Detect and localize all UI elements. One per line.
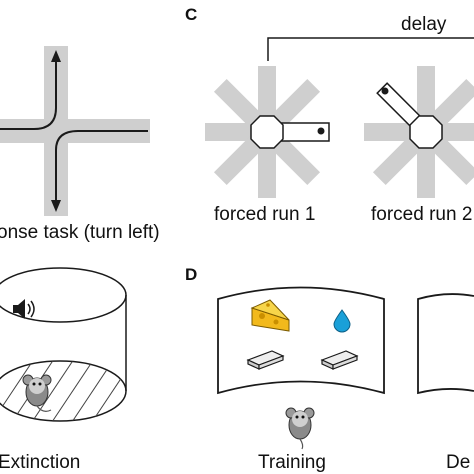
central-platform — [250, 115, 284, 149]
lever-icon — [246, 350, 285, 370]
extinction-caption: Extinction — [0, 452, 80, 473]
cut-caption: De — [446, 452, 470, 473]
forced-run-2-label: forced run 2 — [371, 204, 472, 225]
open-field-arena — [0, 267, 127, 422]
radial-arms — [364, 66, 474, 198]
cross-maze — [0, 46, 150, 216]
radial-arms — [205, 66, 321, 198]
open-arm-outline — [376, 82, 423, 129]
radial-maze-run-1 — [205, 66, 330, 198]
delay-label: delay — [401, 14, 447, 35]
touchscreen-panel — [217, 286, 385, 395]
central-platform — [409, 115, 443, 149]
speaker-icon — [13, 299, 35, 319]
reward-dot — [317, 127, 325, 135]
panel-letter-d: D — [185, 265, 197, 284]
up-arrowhead-icon — [51, 50, 61, 62]
forced-run-1-label: forced run 1 — [214, 204, 315, 225]
mouse-icon — [22, 374, 52, 412]
radial-maze-run-2 — [364, 66, 474, 198]
cheese-icon — [250, 299, 290, 332]
panel-letter-c: C — [185, 5, 197, 24]
arena-wall — [125, 295, 127, 391]
touchscreen-panel-2 — [417, 293, 474, 395]
lever-icon — [320, 350, 359, 370]
response-task-caption: onse task (turn left) — [0, 222, 160, 243]
arena-rim — [0, 267, 127, 323]
water-drop-icon — [333, 309, 351, 333]
training-caption: Training — [258, 452, 326, 473]
down-arrowhead-icon — [51, 200, 61, 212]
route-path-lower — [55, 130, 148, 206]
route-path-upper — [0, 56, 57, 130]
reward-dot — [381, 87, 389, 95]
mouse-icon — [285, 407, 315, 450]
open-arm-outline — [279, 122, 330, 142]
delay-bracket — [267, 37, 474, 61]
